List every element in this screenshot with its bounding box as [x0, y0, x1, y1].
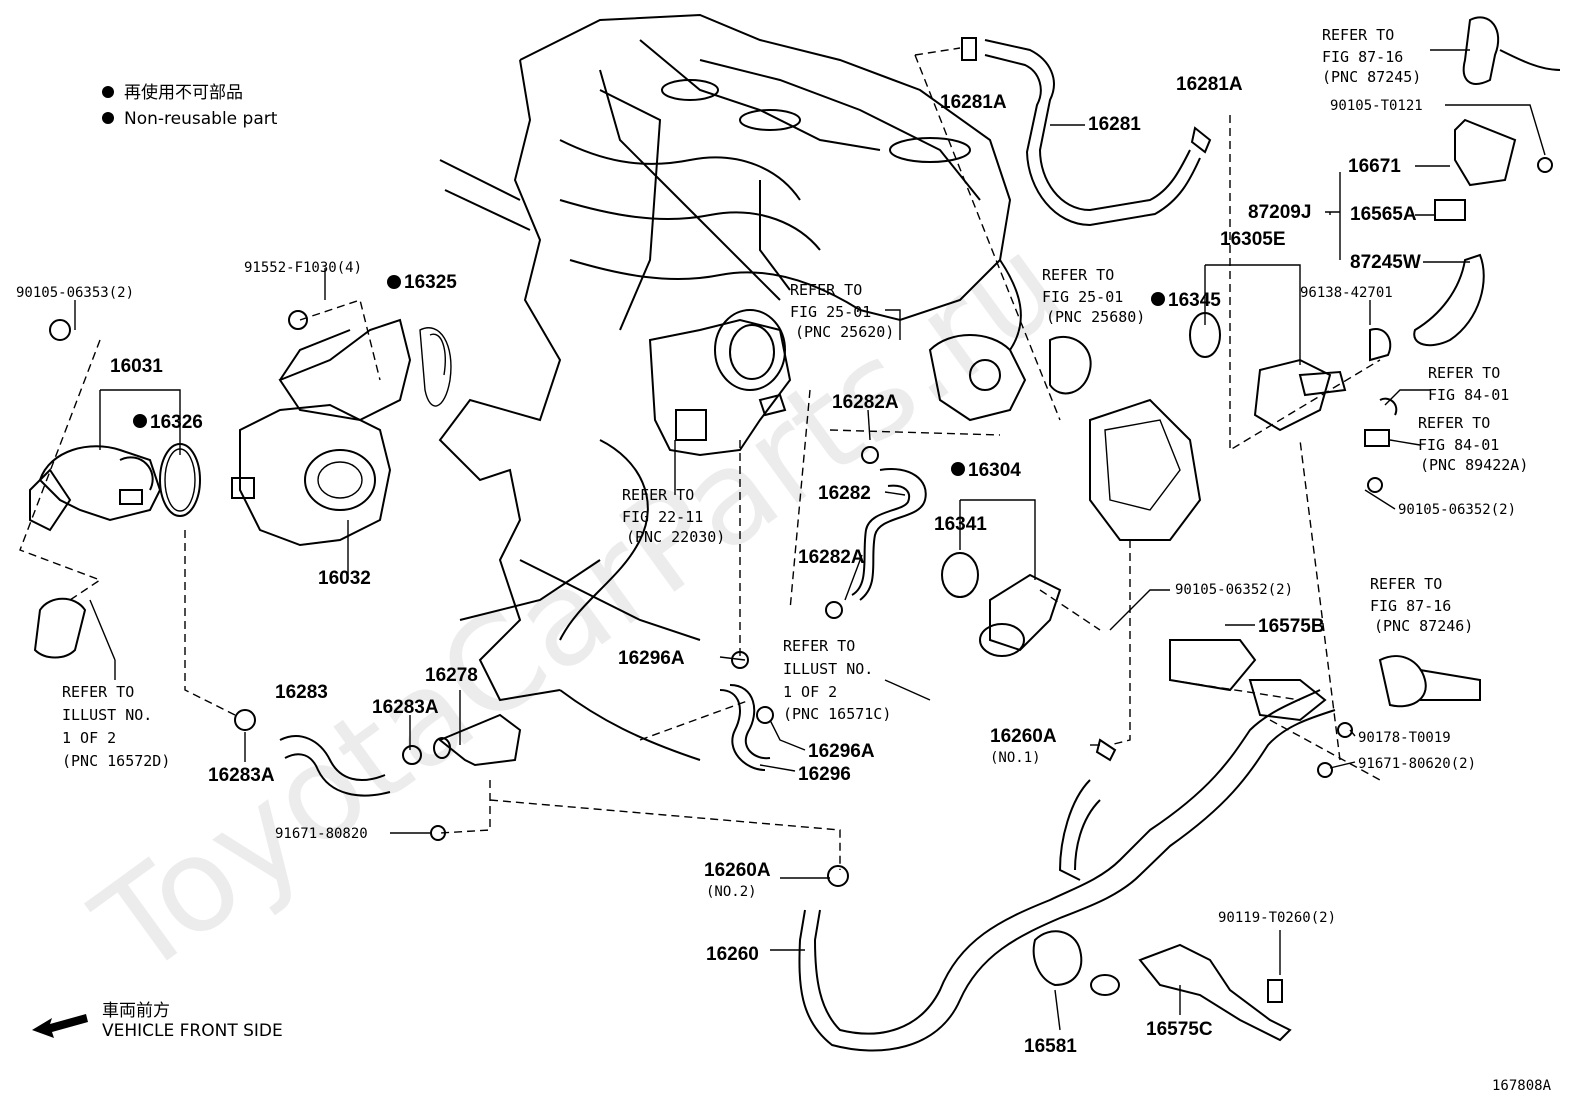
label-16281A-a[interactable]: 16281A	[940, 92, 1007, 113]
label-91552-F1030[interactable]: 91552-F1030(4)	[244, 260, 362, 276]
guide-lines	[19, 47, 1381, 870]
front-arrow-icon	[32, 1014, 88, 1038]
main-hose-16260-drawing	[798, 639, 1481, 1052]
label-16282A-b[interactable]: 16282A	[798, 547, 865, 568]
non-reusable-dot-icon	[1151, 292, 1165, 306]
label-16260A-no1-sub: (NO.1)	[990, 750, 1041, 766]
label-16304[interactable]: 16304	[968, 460, 1021, 481]
label-16260A-no2-sub: (NO.2)	[706, 884, 757, 900]
non-reusable-dot-icon	[102, 112, 114, 124]
left-hose-ref-drawing	[33, 310, 308, 659]
part-labels: 16281A 16281 16281A 16671 87209J 16565A …	[16, 74, 1516, 1057]
legend-en: Non-reusable part	[124, 109, 278, 129]
ref-fig-25-01-b[interactable]: REFER TO FIG 25-01 (PNC 25680)	[1042, 266, 1145, 326]
legend: 再使用不可部品 Non-reusable part	[102, 82, 278, 129]
label-16581[interactable]: 16581	[1024, 1036, 1077, 1057]
label-16296[interactable]: 16296	[798, 764, 851, 785]
ref-illust-1-of-2-b[interactable]: REFER TO ILLUST NO. 1 OF 2 (PNC 16572D)	[62, 683, 170, 770]
water-inlet-drawing	[29, 443, 201, 532]
label-16260[interactable]: 16260	[706, 944, 759, 965]
front-en: VEHICLE FRONT SIDE	[102, 1021, 283, 1041]
throttle-body-drawing	[648, 309, 792, 457]
label-16282[interactable]: 16282	[818, 483, 871, 504]
label-16341[interactable]: 16341	[934, 514, 987, 535]
label-16326[interactable]: 16326	[150, 412, 203, 433]
leader-lines	[74, 49, 1546, 1031]
label-16296A-a[interactable]: 16296A	[618, 648, 685, 669]
ref-fig-84-01-a[interactable]: REFER TO FIG 84-01	[1428, 364, 1509, 404]
label-90178-T0019[interactable]: 90178-T0019	[1358, 730, 1451, 746]
label-16281A-b[interactable]: 16281A	[1176, 74, 1243, 95]
label-16325[interactable]: 16325	[404, 272, 457, 293]
thermostat-drawing	[941, 552, 1062, 657]
ref-fig-25-01-a[interactable]: REFER TO FIG 25-01 (PNC 25620)	[790, 281, 894, 341]
label-91671-80820[interactable]: 91671-80820	[275, 826, 368, 842]
label-91671-80620[interactable]: 91671-80620(2)	[1358, 756, 1476, 772]
label-16260A-no1[interactable]: 16260A	[990, 726, 1057, 747]
label-16281[interactable]: 16281	[1088, 114, 1141, 135]
label-90105-06352-b[interactable]: 90105-06352(2)	[1398, 502, 1516, 518]
label-16031[interactable]: 16031	[110, 356, 163, 377]
label-16283A-b[interactable]: 16283A	[208, 765, 275, 786]
label-16283[interactable]: 16283	[275, 682, 328, 703]
label-16575C[interactable]: 16575C	[1146, 1019, 1213, 1040]
label-90105-T0121[interactable]: 90105-T0121	[1330, 98, 1423, 114]
non-reusable-dot-icon	[387, 275, 401, 289]
front-indicator: 車両前方 VEHICLE FRONT SIDE	[32, 1001, 283, 1041]
ref-illust-1-of-2-a[interactable]: REFER TO ILLUST NO. 1 OF 2 (PNC 16571C)	[783, 637, 891, 723]
ref-fig-87-16-b[interactable]: REFER TO FIG 87-16 (PNC 87246)	[1370, 575, 1473, 635]
label-16671[interactable]: 16671	[1348, 156, 1401, 177]
label-16345[interactable]: 16345	[1168, 290, 1221, 311]
label-96138-42701[interactable]: 96138-42701	[1300, 285, 1393, 301]
water-pump-drawing	[231, 318, 452, 547]
label-87209J[interactable]: 87209J	[1248, 202, 1311, 223]
label-90105-06353[interactable]: 90105-06353(2)	[16, 285, 134, 301]
label-90105-06352-a[interactable]: 90105-06352(2)	[1175, 582, 1293, 598]
watermark: ToyotaCarParts.ru	[68, 207, 1088, 1006]
lower-hoses-drawing	[234, 651, 774, 841]
label-16575B[interactable]: 16575B	[1258, 616, 1325, 637]
lower-bracket-drawing	[827, 738, 1292, 1042]
front-jp: 車両前方	[102, 1001, 170, 1021]
water-outlet-drawing	[928, 312, 1221, 541]
hose-16281-drawing	[961, 37, 1212, 227]
label-16282A-a[interactable]: 16282A	[832, 392, 899, 413]
label-90119-T0260[interactable]: 90119-T0260(2)	[1218, 910, 1336, 926]
non-reusable-dot-icon	[951, 462, 965, 476]
non-reusable-dot-icon	[102, 86, 114, 98]
ref-fig-87-16-a[interactable]: REFER TO FIG 87-16 (PNC 87245)	[1322, 26, 1421, 86]
label-16278[interactable]: 16278	[425, 665, 478, 686]
label-16260A-no2[interactable]: 16260A	[704, 860, 771, 881]
engine-block-drawing	[438, 13, 1022, 761]
label-87245W[interactable]: 87245W	[1350, 252, 1421, 273]
ref-fig-22-11[interactable]: REFER TO FIG 22-11 (PNC 22030)	[622, 486, 725, 546]
ref-fig-84-01-b[interactable]: REFER TO FIG 84-01 (PNC 89422A)	[1418, 414, 1528, 474]
legend-jp: 再使用不可部品	[124, 82, 243, 103]
illustration-id: 167808A	[1492, 1078, 1552, 1094]
hose-16282-drawing	[825, 446, 927, 619]
non-reusable-dot-icon	[133, 414, 147, 428]
label-16296A-b[interactable]: 16296A	[808, 741, 875, 762]
label-16305E[interactable]: 16305E	[1220, 229, 1286, 250]
reference-notes: REFER TO FIG 87-16 (PNC 87245) REFER TO …	[62, 26, 1528, 770]
label-16283A-a[interactable]: 16283A	[372, 697, 439, 718]
label-16565A[interactable]: 16565A	[1350, 204, 1417, 225]
label-16032[interactable]: 16032	[318, 568, 371, 589]
